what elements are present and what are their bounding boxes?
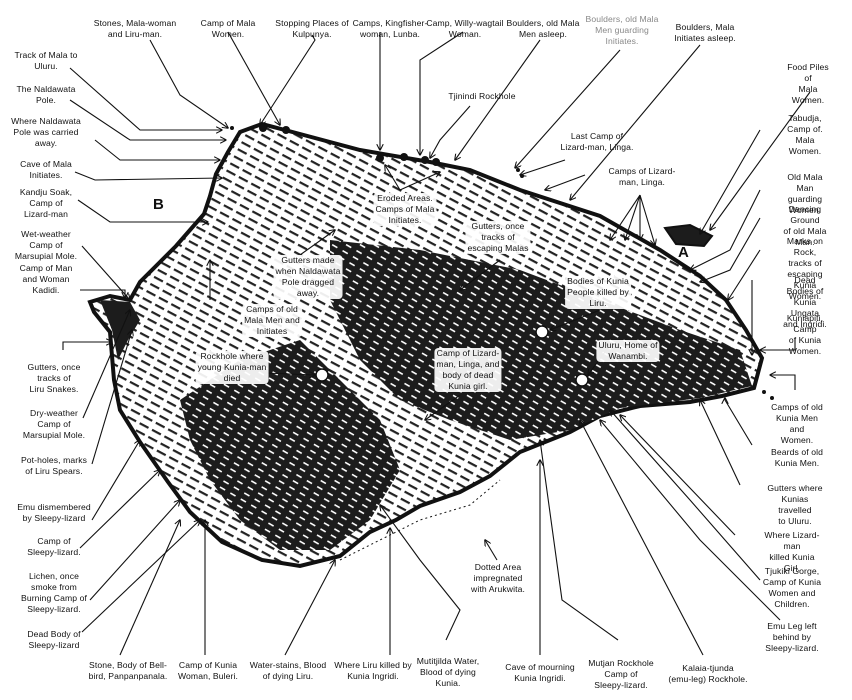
label-where-liru-killed: Where Liru killed by Kunia Ingridi. [334,660,412,681]
label-tjinindi-rockhole: Tjinindi Rockhole [448,91,516,101]
label-stone-bell-bird: Stone, Body of Bell- bird, Panpanpanala. [88,660,168,681]
label-camp-lizard-man-kunia-girl: Camp of Lizard- man, Linga, and body of … [434,348,502,392]
label-tjukiki-gorge: Tjukiki Gorge, Camp of Kunia Women and C… [762,566,822,609]
label-bodies-kunia-people: Bodies of Kunia People killed by Liru. [565,276,631,309]
label-water-stains: Water-stains, Blood of dying Liru. [249,660,327,681]
label-kalaia-tjunda: Kalaia-tjunda (emu-leg) Rockhole. [668,663,748,684]
label-uluru-home-wanambi: Uluru, Home of Wanambi. [596,340,660,362]
label-gutters-kunias-travelled: Gutters where Kunias travelled to Uluru. [767,483,823,526]
label-camp-sleepy-lizard: Camp of Sleepy-lizard. [27,536,81,557]
label-boulders-guarding-initiates: Boulders, old Mala Men guarding Initiate… [585,14,659,46]
label-where-lizard-man-killed: Where Lizard-man killed Kunia Girl. [764,530,820,573]
label-food-piles: Food Piles of Mala Women. [787,62,829,105]
label-naldawata-carried-away: Where Naldawata Pole was carried away. [11,116,81,148]
label-stopping-places-kulpunya: Stopping Places of Kulpunya. [275,18,349,39]
label-gutters-liru-snakes: Gutters, once tracks of Liru Snakes. [27,362,81,394]
label-camp-kunia-woman-buleri: Camp of Kunia Woman, Buleri. [178,660,238,681]
label-camp-mala-women: Camp of Mala Women. [200,18,256,39]
label-stones-mala-woman: Stones, Mala-woman and Liru-man. [93,18,177,39]
label-dotted-area: Dotted Area impregnated with Arukwita. [471,562,525,594]
camp-markers [315,325,589,387]
label-dead-bodies-kunia: Dead Bodies of Kunia Ungata and Ingridi. [783,275,827,329]
label-wet-weather-camp: Wet-weather Camp of Marsupial Mole. [14,229,78,261]
label-boulders-initiates-asleep: Boulders, Mala Initiates asleep. [674,22,736,43]
label-dead-body-sleepy-lizard: Dead Body of Sleepy-lizard [27,629,81,650]
leader-lines [62,31,811,656]
point-a-marker: A [678,244,689,261]
label-boulders-old-mala-men-asleep: Boulders, old Mala Men asleep. [506,18,580,39]
label-gutters-escaping-malas: Gutters, once tracks of escaping Malas [465,221,531,254]
tabudja-island [663,223,714,248]
label-camps-old-mala-men: Camps of old Mala Men and Initiates [242,304,302,337]
label-camps-kingfisher-woman: Camps, Kingfisher- woman, Lunba. [352,18,428,39]
label-beards-old-kunia: Beards of old Kunia Men. [771,447,823,468]
label-mutitjilda-water: Mutitjilda Water, Blood of dying Kunia. [416,656,480,688]
point-b-marker: B [153,196,164,213]
label-rockhole-young-kunia: Rockhole where young Kunia-man died [195,351,269,384]
label-track-of-mala: Track of Mala to Uluru. [14,50,78,71]
label-camps-lizard-man: Camps of Lizard- man, Linga. [608,166,676,187]
label-cave-of-mourning: Cave of mourning Kunia Ingridi. [505,662,575,683]
dark-south-area [180,340,400,550]
label-kandju-soak: Kandju Soak, Camp of Lizard-man [19,187,73,219]
label-emu-dismembered: Emu dismembered by Sleepy-lizard [17,502,91,523]
label-last-camp-lizard-man: Last Camp of Lizard-man, Linga. [560,131,634,152]
label-cave-mala-initiates: Cave of Mala Initiates. [20,159,72,180]
label-emu-leg: Emu Leg left behind by Sleepy-lizard. [765,621,819,653]
label-gutters-naldawata-dragged: Gutters made when Naldawata Pole dragged… [273,255,343,299]
label-kuniapiti: Kuniapiti, Camp of Kunia Women. [786,313,824,356]
label-dancing-ground: Dancing Ground of old Mala Man. [783,204,827,247]
label-marks-on-rock: Marks on Rock, tracks of escaping Kunia … [786,236,824,301]
label-naldawata-pole: The Naldawata Pole. [16,84,76,105]
label-camp-willy-wagtail: Camp, Willy-wagtail Woman. [426,18,504,39]
label-eroded-areas: Eroded Areas. Camps of Mala Initiates. [373,193,437,226]
label-pot-holes: Pot-holes, marks of Liru Spears. [20,455,88,476]
label-dry-weather-camp: Dry-weather Camp of Marsupial Mole. [22,408,86,440]
label-tabudja: Tabudja, Camp of. Mala Women. [787,113,823,156]
label-old-mala-man-guarding: Old Mala Man guarding Women. [787,172,823,215]
label-mutjan-rockhole: Mutjan Rockhole Camp of Sleepy-lizard. [588,658,654,690]
label-camp-kadidi: Camp of Man and Woman Kadidi. [19,263,73,295]
label-lichen: Lichen, once smoke from Burning Camp of … [21,571,87,614]
label-camps-old-kunia: Camps of old Kunia Men and Women. [771,402,823,445]
